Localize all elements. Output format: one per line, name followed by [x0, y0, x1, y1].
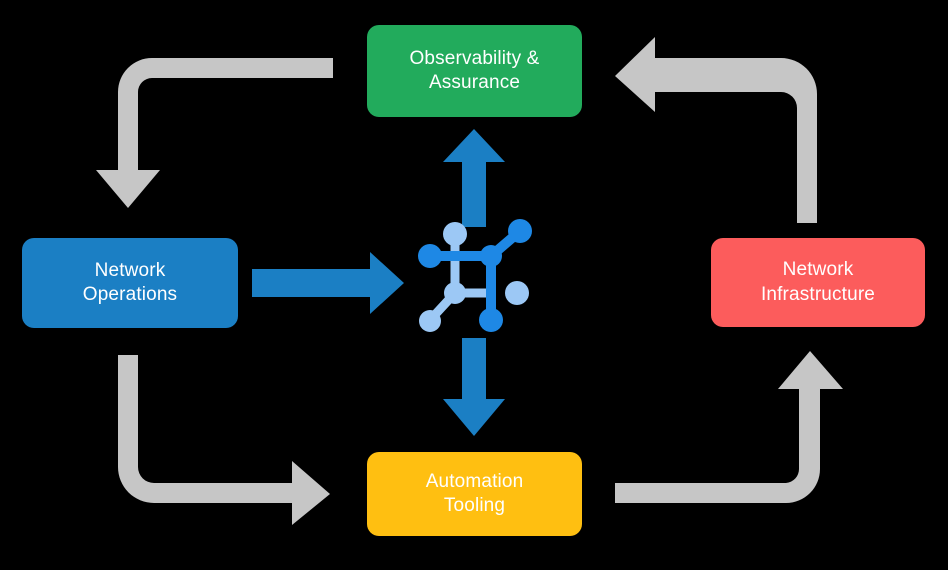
gray-arrow-infrastructure-to-observability: [615, 37, 817, 223]
network-mesh-icon: [418, 218, 536, 336]
node-network-operations[interactable]: Network Operations: [22, 238, 238, 328]
gray-arrow-observability-to-operations: [96, 58, 333, 208]
node-automation-tooling[interactable]: Automation Tooling: [367, 452, 582, 536]
mesh-nodes-light: [419, 222, 529, 332]
gray-arrow-operations-to-automation: [118, 355, 330, 525]
node-observability-label: Observability & Assurance: [409, 47, 540, 93]
node-operations-label: Network Operations: [82, 259, 178, 305]
node-network-infrastructure[interactable]: Network Infrastructure: [711, 238, 925, 327]
node-observability-and-assurance[interactable]: Observability & Assurance: [367, 25, 582, 117]
gray-arrow-automation-to-infrastructure: [615, 351, 843, 503]
blue-arrow-center-to-observability: [443, 129, 505, 227]
blue-arrow-operations-to-center: [252, 252, 404, 314]
node-automation-label: Automation Tooling: [425, 470, 524, 516]
network-mesh-icon-svg: [418, 219, 532, 332]
node-infrastructure-label: Network Infrastructure: [760, 259, 876, 305]
blue-arrow-center-to-automation: [443, 338, 505, 436]
mesh-edges-light: [426, 231, 496, 324]
mesh-nodes-primary: [418, 219, 532, 332]
